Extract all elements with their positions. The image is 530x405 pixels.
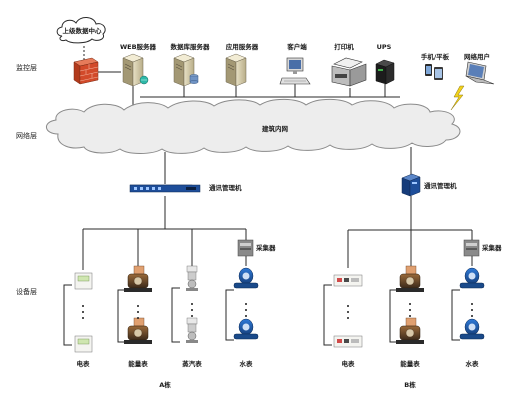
water-meter-b-bottom (459, 318, 485, 340)
web-server-icon (122, 53, 149, 87)
collector-a-label: 采集器 (256, 244, 276, 252)
collector-b-icon (463, 239, 480, 257)
electric-meter-b-top (333, 274, 363, 287)
collector-b-label: 采集器 (482, 244, 502, 252)
web-server-label: WEB服务器 (119, 43, 157, 51)
gateway-a-icon (129, 184, 201, 193)
electric-meter-a-top (74, 272, 93, 290)
layer-monitor-label: 监控层 (16, 64, 37, 72)
electric-meter-b-label: 电表 (341, 360, 355, 368)
bus-building-a (63, 196, 247, 346)
remote-center-cloud (56, 17, 106, 44)
electric-meter-a-label: 电表 (76, 360, 90, 368)
database-server-icon (173, 53, 199, 87)
client-label: 客户端 (287, 43, 307, 51)
layer-device-label: 设备层 (16, 288, 37, 296)
water-meter-a-bottom (233, 318, 259, 340)
energy-meter-a-label: 能量表 (128, 360, 148, 368)
mobile-tablet-icon (425, 64, 443, 80)
energy-meter-a-bottom (124, 317, 152, 344)
water-meter-b-label: 水表 (465, 360, 479, 368)
ups-label: UPS (376, 43, 392, 51)
energy-meter-a-top (124, 265, 152, 292)
electric-meter-a-bottom (74, 335, 93, 353)
water-meter-b-top (459, 267, 485, 289)
lan-label: 建筑内网 (262, 125, 288, 133)
collector-a-icon (237, 239, 254, 257)
energy-meter-b-bottom (396, 317, 424, 344)
client-computer-icon (279, 57, 311, 85)
building-b-label: B栋 (404, 381, 416, 389)
remote-center-label: 上级数据中心 (62, 27, 102, 35)
steam-meter-a-top (186, 265, 198, 291)
layer-network-label: 网络层 (16, 132, 37, 140)
building-a-label: A栋 (159, 381, 171, 389)
energy-meter-b-label: 能量表 (400, 360, 420, 368)
steam-meter-a-bottom (186, 317, 198, 343)
app-server-label: 应用服务器 (225, 43, 259, 51)
network-user-label: 网络用户 (464, 53, 490, 61)
steam-meter-a-label: 蒸汽表 (182, 360, 202, 368)
db-server-label: 数据库服务器 (170, 43, 210, 51)
gateway-b-label: 通讯管理机 (424, 182, 457, 190)
wireless-lightning-icon (450, 85, 465, 111)
laptop-icon (465, 61, 495, 85)
bus-building-b (323, 196, 473, 346)
gateway-b-icon (401, 173, 421, 197)
network-cloud (46, 98, 461, 154)
firewall-icon (73, 57, 99, 85)
mobile-label: 手机/平板 (420, 53, 450, 61)
application-server-icon (225, 53, 247, 87)
water-meter-a-label: 水表 (239, 360, 253, 368)
ups-icon (375, 59, 395, 85)
printer-label: 打印机 (334, 43, 354, 51)
ellipsis-dots (82, 303, 473, 319)
water-meter-a-top (233, 267, 259, 289)
gateway-a-label: 通讯管理机 (209, 184, 242, 192)
printer-icon (331, 57, 367, 87)
energy-meter-b-top (396, 265, 424, 292)
electric-meter-b-bottom (333, 335, 363, 348)
